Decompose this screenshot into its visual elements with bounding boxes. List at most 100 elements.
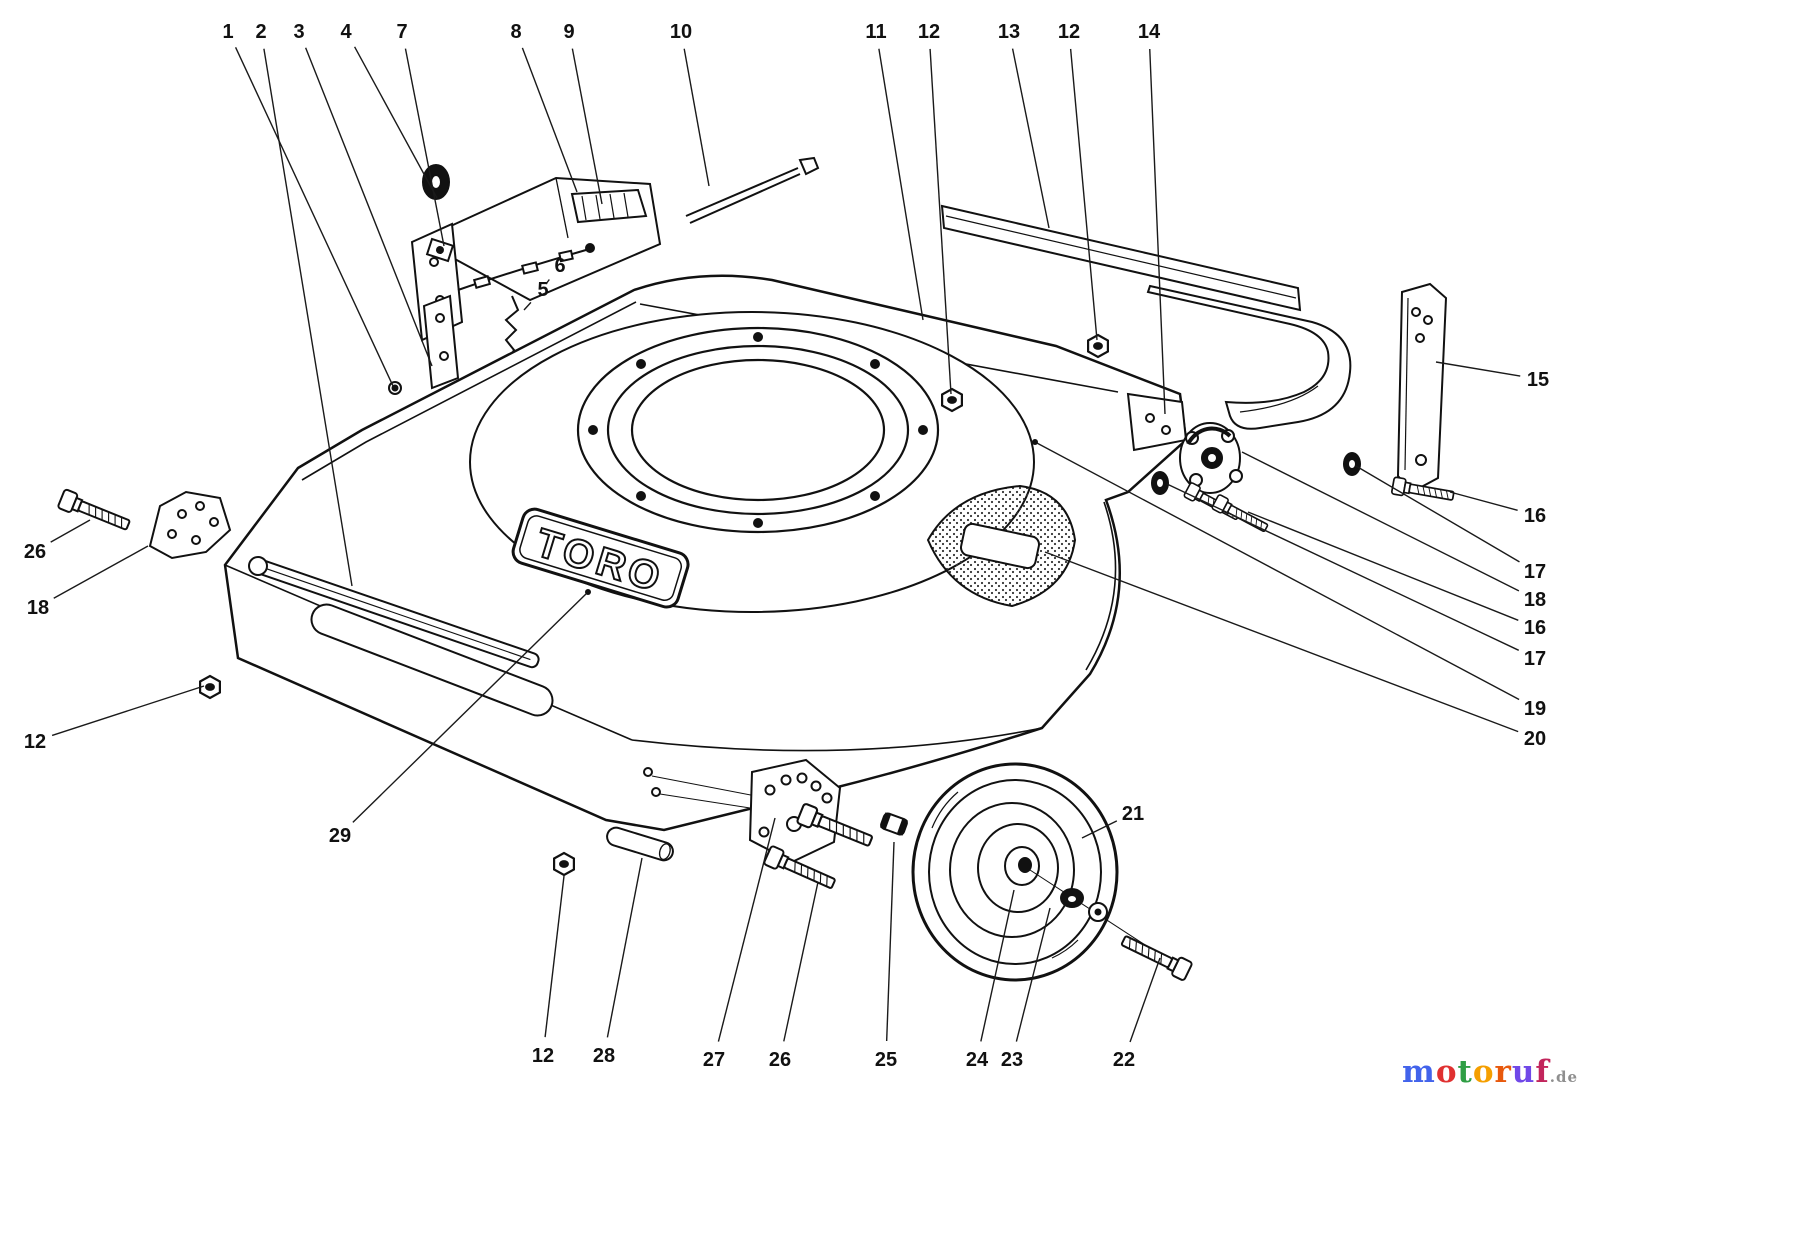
nut-12-rear-right (1086, 333, 1110, 359)
callout-leader-18 (1241, 451, 1520, 592)
callout-leader-15 (1435, 361, 1521, 377)
callout-leader-16 (1449, 491, 1518, 511)
part-wheel-21 (911, 762, 1163, 982)
callout-18: 18 (1524, 589, 1546, 611)
callout-leader-27 (717, 817, 776, 1042)
callout-29: 29 (329, 825, 351, 847)
callout-28: 28 (593, 1045, 615, 1067)
callout-leader-4 (353, 46, 438, 199)
part-side-plate (1396, 282, 1448, 494)
callout-leader-16 (1247, 511, 1519, 621)
part-wheel-bracket-27 (748, 758, 842, 864)
callout-leader-29 (352, 591, 589, 823)
washer-17-outer (1343, 452, 1361, 476)
callout-leader-12 (1069, 48, 1098, 341)
callout-leader-17 (1166, 483, 1520, 651)
grommet-1 (388, 381, 402, 395)
part-mower-deck: TORO (223, 274, 1188, 832)
callout-leader-13 (1011, 48, 1050, 229)
callout-19: 19 (1524, 698, 1546, 720)
callout-12: 12 (24, 731, 46, 753)
nut-12-rear-left (940, 387, 964, 413)
callout-3: 3 (293, 21, 304, 43)
callout-13: 13 (998, 21, 1020, 43)
callout-17: 17 (1524, 561, 1546, 583)
callout-12: 12 (532, 1045, 554, 1067)
callout-18: 18 (27, 597, 49, 619)
callout-23: 23 (1001, 1049, 1023, 1071)
nut-12-bottom (552, 851, 576, 877)
part-rear-baffle (940, 204, 1352, 430)
callout-leader-3 (304, 47, 433, 367)
callout-leader-12 (929, 48, 952, 395)
callout-27: 27 (703, 1049, 725, 1071)
callout-leader-9 (571, 48, 603, 205)
callout-9: 9 (563, 21, 574, 43)
callout-leader-26 (783, 881, 819, 1042)
watermark-letter: r (1494, 1054, 1512, 1090)
callout-leader-28 (606, 857, 643, 1038)
callout-leader-22 (1129, 957, 1161, 1043)
part-bearing-23 (1088, 902, 1108, 922)
part-hub-cap-24 (1060, 888, 1084, 908)
callout-leader-1 (234, 47, 394, 387)
watermark-letter: m (1402, 1054, 1436, 1090)
callout-dot-19 (1032, 439, 1038, 445)
callout-15: 15 (1527, 369, 1549, 391)
callout-6: 6 (554, 255, 565, 277)
callout-7: 7 (396, 21, 407, 43)
callout-11: 11 (865, 21, 886, 43)
callout-26: 26 (24, 541, 46, 563)
watermark-motoruf[interactable]: motoruf.de (1402, 1054, 1578, 1090)
grip-pad-20 (926, 484, 1077, 608)
callout-leader-17 (1355, 465, 1520, 563)
callout-leader-21 (1081, 820, 1118, 839)
washer-17-inner (1151, 471, 1169, 495)
callout-24: 24 (966, 1049, 989, 1071)
callout-21: 21 (1122, 803, 1144, 825)
callout-leader-12 (544, 875, 565, 1038)
grommet-4 (422, 164, 450, 200)
part-rod (685, 156, 820, 224)
callout-leader-14 (1149, 48, 1166, 415)
callout-leader-11 (878, 48, 924, 321)
bolt-22-axle (1118, 930, 1194, 982)
callout-leader-10 (683, 48, 710, 187)
callout-leader-25 (885, 841, 895, 1042)
watermark-letter: f (1535, 1054, 1550, 1090)
callout-12: 12 (918, 21, 940, 43)
watermark-word: motoruf (1402, 1054, 1550, 1090)
callout-leader-26 (50, 519, 91, 543)
callout-16: 16 (1524, 617, 1546, 639)
watermark-letter: o (1472, 1054, 1495, 1090)
callout-22: 22 (1113, 1049, 1135, 1071)
callout-leader-23 (1015, 907, 1051, 1042)
callout-1: 1 (222, 21, 233, 43)
front-trim-strip-2 (248, 556, 554, 717)
callout-dot-29 (585, 589, 591, 595)
corner-bracket-14 (1126, 392, 1188, 452)
engine-ring-bolt-holes (588, 332, 928, 528)
callout-leader-18 (53, 545, 149, 599)
callout-leader-19 (1034, 441, 1520, 701)
part-axle-tube-28 (606, 826, 674, 862)
callout-2: 2 (255, 21, 266, 43)
callout-leader-8 (521, 47, 578, 193)
callout-leader-20 (1044, 551, 1519, 733)
part-spindle-housing-18 (1179, 422, 1243, 494)
watermark-letter: u (1511, 1054, 1536, 1090)
callout-20: 20 (1524, 728, 1546, 750)
callout-4: 4 (340, 21, 352, 43)
part-spacer-25 (879, 812, 909, 836)
callout-leader-6 (545, 279, 550, 285)
callout-16: 16 (1524, 505, 1546, 527)
callout-5: 5 (537, 279, 548, 301)
clip-7 (425, 237, 455, 263)
watermark-suffix: .de (1549, 1068, 1579, 1086)
callout-leader-24 (980, 889, 1015, 1042)
watermark-letter: t (1457, 1054, 1473, 1090)
toro-logo: TORO (511, 507, 690, 609)
